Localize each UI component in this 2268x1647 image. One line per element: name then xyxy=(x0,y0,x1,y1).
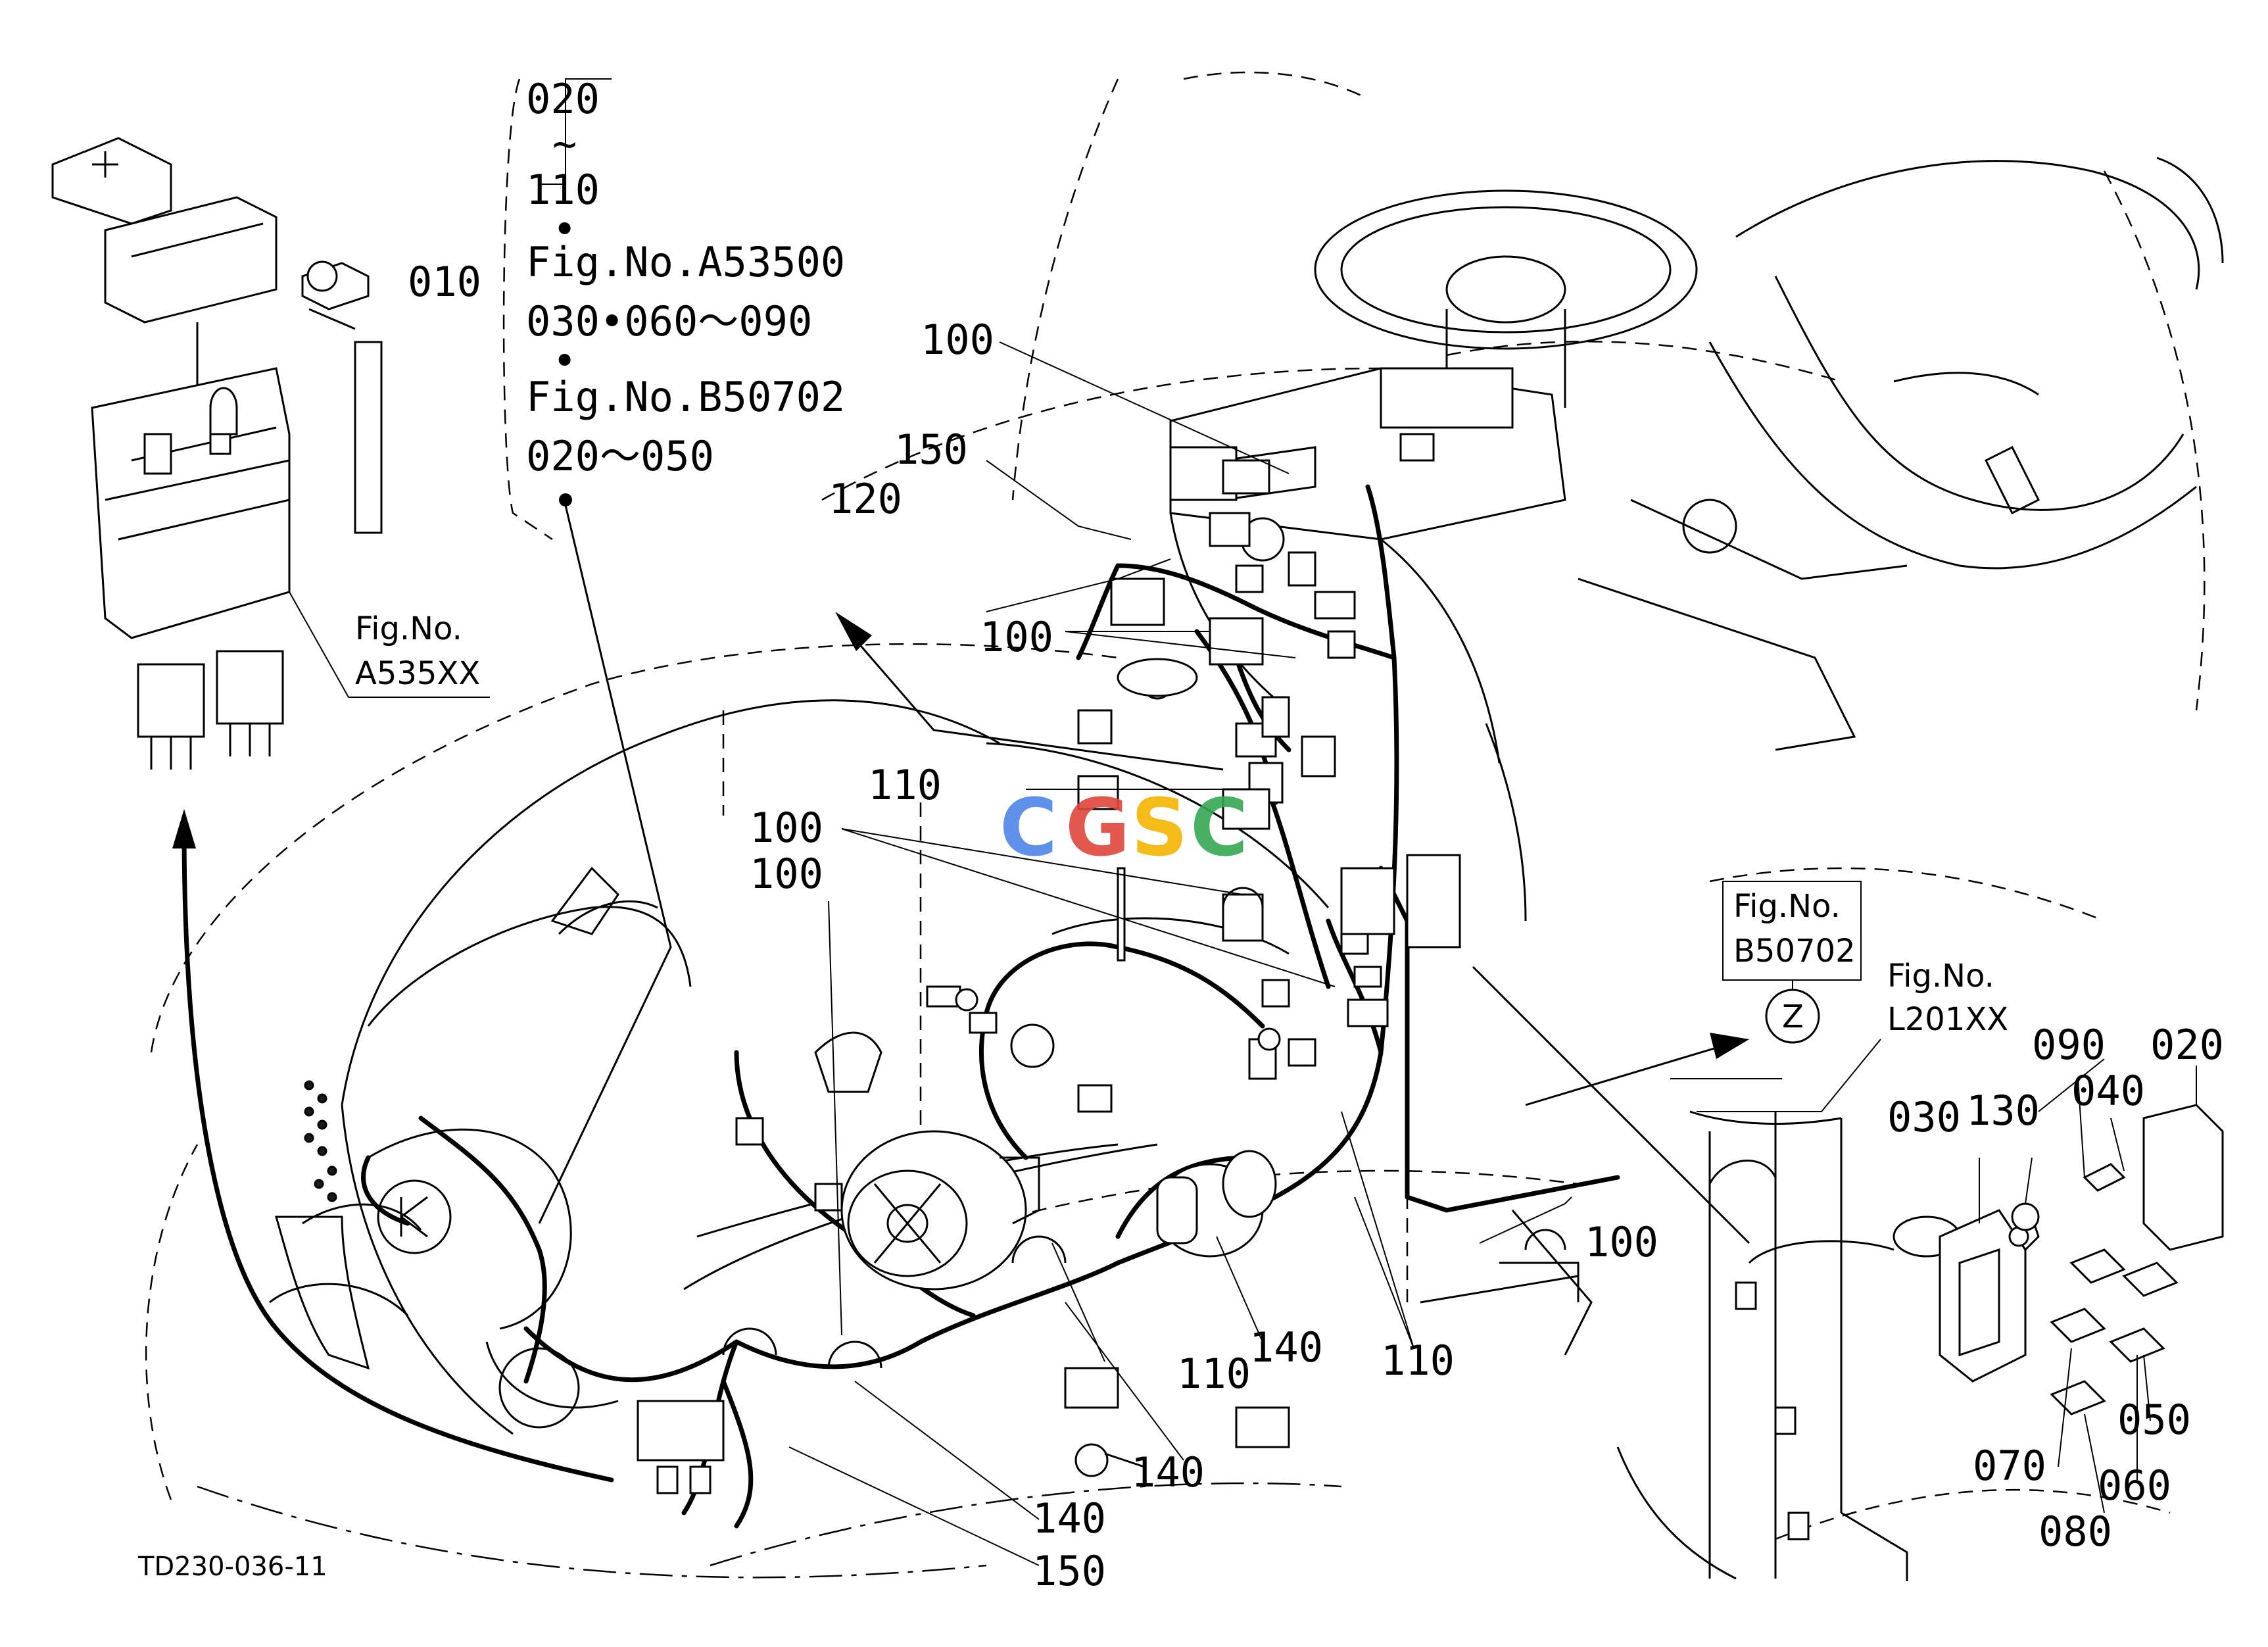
ref-dot-2: • xyxy=(552,337,577,385)
fig-reference-block: 020 ~ 110 • Fig.No.A53500 030•060～090 • … xyxy=(408,75,845,506)
ref-from: 020 xyxy=(526,75,600,123)
arrow-head-view-z xyxy=(1710,1033,1749,1059)
callout: 040 xyxy=(2071,1067,2145,1115)
ref-dot xyxy=(559,493,572,506)
callout: 080 xyxy=(2039,1508,2112,1556)
callout: 140 xyxy=(1032,1494,1106,1542)
fig-a: Fig.No.A53500 xyxy=(526,238,845,286)
callout: 130 xyxy=(1966,1087,2040,1135)
grille-dots xyxy=(304,1080,337,1202)
watermark-letter-3: S xyxy=(1131,783,1188,874)
engine-components xyxy=(637,367,1566,1494)
leader-lines xyxy=(502,78,2197,1566)
fig-left-code: A535XX xyxy=(355,655,480,692)
ref-tilde: ~ xyxy=(552,120,577,168)
callout: 140 xyxy=(1249,1323,1323,1371)
fig-box-code: B50702 xyxy=(1733,933,1856,970)
callout: 100 xyxy=(750,804,823,852)
callout: 100 xyxy=(750,850,823,898)
arrows xyxy=(172,612,1750,1483)
fig-b: Fig.No.B50702 xyxy=(526,373,845,421)
view-marker: Z xyxy=(1782,998,1804,1035)
callout: 060 xyxy=(2098,1462,2171,1510)
watermark-letter-1: C xyxy=(1000,783,1057,874)
fig-box-label: Fig.No. xyxy=(1733,888,1841,925)
fig-left-label: Fig.No. xyxy=(355,610,462,647)
drawing-code: TD230-036-11 xyxy=(137,1552,327,1582)
range-b: 020～050 xyxy=(526,432,714,480)
callout: 100 xyxy=(1585,1218,1658,1266)
inset-left-fusebox xyxy=(51,137,490,770)
fig-right-label: Fig.No. xyxy=(1887,958,1994,995)
callout: 110 xyxy=(1177,1350,1251,1398)
ref-main: 010 xyxy=(408,258,481,306)
callout: 140 xyxy=(1131,1448,1205,1496)
inset-right-fuseholder xyxy=(1616,1104,2224,1581)
part-callouts: 100 150 120 100 110 100 100 100 140 110 … xyxy=(750,316,2224,1595)
callout: 110 xyxy=(868,761,942,809)
callout: 150 xyxy=(894,426,968,474)
arrow-head-left xyxy=(172,809,196,848)
ref-to: 110 xyxy=(526,166,600,214)
callout: 100 xyxy=(980,613,1053,661)
inset-labels: Fig.No. A535XX Fig.No. B50702 Z Fig.No. … xyxy=(355,610,2008,1044)
callout: 020 xyxy=(2150,1021,2224,1069)
watermark-logo: C G S C xyxy=(1000,783,1248,874)
callout: 150 xyxy=(1032,1547,1106,1595)
callout: 030 xyxy=(1887,1093,1961,1141)
watermark-letter-4: C xyxy=(1190,783,1248,874)
callout: 110 xyxy=(1381,1337,1455,1385)
callout: 120 xyxy=(829,475,902,523)
callout: 070 xyxy=(1973,1442,2046,1490)
fig-right-code: L201XX xyxy=(1887,1001,2008,1038)
range-a: 030•060～090 xyxy=(526,297,812,345)
starter-motor xyxy=(1156,1150,1277,1258)
arrow-head-connector xyxy=(835,612,872,651)
ref-dot-1: • xyxy=(552,205,577,253)
callout: 100 xyxy=(921,316,994,364)
callout: 050 xyxy=(2117,1396,2191,1444)
alternator xyxy=(840,1130,1040,1291)
callout: 090 xyxy=(2032,1021,2106,1069)
watermark-letter-2: G xyxy=(1065,783,1130,874)
